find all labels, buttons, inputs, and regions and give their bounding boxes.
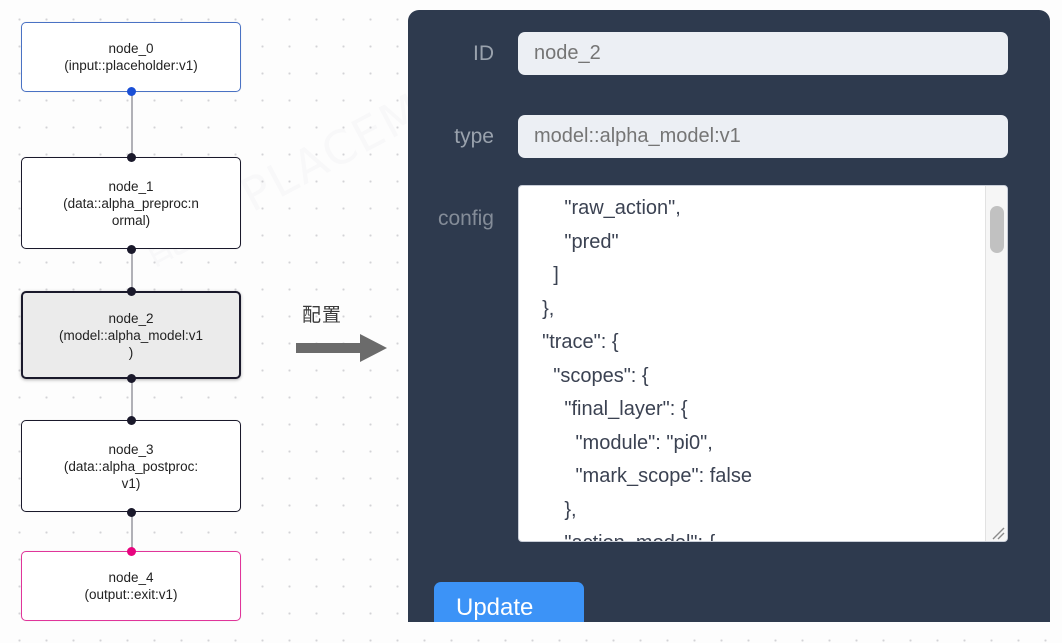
- update-button[interactable]: Update: [434, 582, 584, 622]
- node3-source-handle[interactable]: [127, 508, 136, 517]
- node2-target-handle[interactable]: [127, 287, 136, 296]
- type-input[interactable]: [518, 115, 1008, 158]
- node3-target-handle[interactable]: [127, 416, 136, 425]
- config-scrollbar[interactable]: [985, 186, 1007, 541]
- flow-node-node_3[interactable]: node_3 (data::alpha_postproc: v1): [21, 420, 241, 512]
- type-field-label: type: [454, 124, 494, 148]
- node-config-panel: ID type config "raw_action", "pred" ] },…: [408, 10, 1050, 622]
- resize-handle-icon[interactable]: [988, 523, 1005, 540]
- id-input[interactable]: [518, 32, 1008, 75]
- flow-node-label: node_3 (data::alpha_postproc: v1): [63, 441, 199, 491]
- node1-target-handle[interactable]: [127, 153, 136, 162]
- config-field-label: config: [437, 207, 494, 230]
- edge-node2-node3: [131, 377, 133, 419]
- flow-node-label: node_4 (output::exit:v1): [84, 570, 178, 602]
- arrow-right-icon: [296, 334, 387, 362]
- config-scrollbar-thumb[interactable]: [990, 206, 1004, 253]
- flow-node-node_2[interactable]: node_2 (model::alpha_model:v1 ): [21, 291, 241, 379]
- edge-node0-node1: [131, 92, 133, 160]
- flow-node-label: node_2 (model::alpha_model:v1 ): [58, 310, 204, 360]
- annotation-label: 配置: [302, 304, 343, 326]
- edge-node3-node4: [131, 512, 133, 551]
- id-field-label: ID: [473, 41, 494, 65]
- node4-target-handle[interactable]: [127, 547, 136, 556]
- id-field-row: ID: [408, 32, 1008, 75]
- annotation-arrow-group: 配置: [296, 300, 396, 362]
- node2-source-handle[interactable]: [127, 374, 136, 383]
- config-textarea[interactable]: "raw_action", "pred" ] }, "trace": { "sc…: [542, 197, 752, 541]
- config-field-row: config "raw_action", "pred" ] }, "trace"…: [408, 185, 1008, 542]
- edge-node1-node2: [131, 249, 133, 291]
- type-field-row: type: [408, 115, 1008, 158]
- flow-node-node_4[interactable]: node_4 (output::exit:v1): [21, 551, 241, 621]
- node-graph[interactable]: node_0 (input::placeholder:v1) node_1 (d…: [0, 0, 300, 643]
- flow-node-label: node_0 (input::placeholder:v1): [64, 41, 198, 73]
- node1-source-handle[interactable]: [127, 245, 136, 254]
- config-textarea-wrapper[interactable]: "raw_action", "pred" ] }, "trace": { "sc…: [518, 185, 1008, 542]
- flow-node-node_1[interactable]: node_1 (data::alpha_preproc:n ormal): [21, 157, 241, 249]
- node0-source-handle[interactable]: [127, 87, 136, 96]
- flow-node-node_0[interactable]: node_0 (input::placeholder:v1): [21, 22, 241, 92]
- flow-node-label: node_1 (data::alpha_preproc:n ormal): [63, 178, 199, 228]
